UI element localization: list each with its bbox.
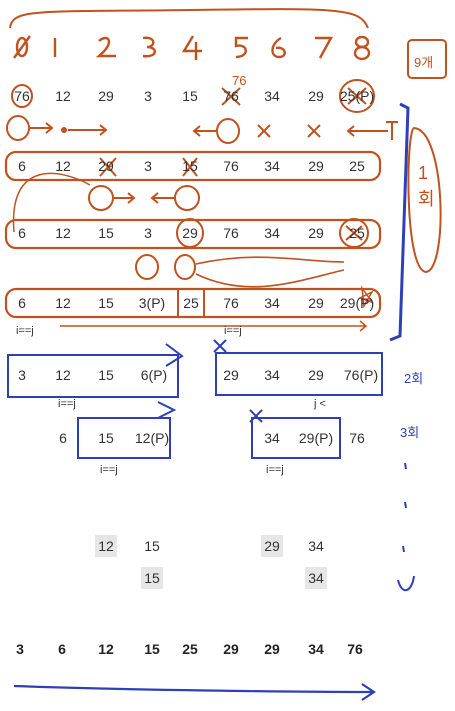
cell: 76	[347, 641, 363, 657]
row-sorted: 3 6 12 15 25 29 29 34 76	[0, 638, 455, 660]
row-pass-1: 6 12 15 3(P) 25 76 34 29 29(P)	[0, 292, 455, 314]
cell: 15	[98, 295, 114, 311]
cell: 29	[308, 295, 324, 311]
cell: 12(P)	[134, 430, 170, 446]
cell: 6	[18, 225, 26, 241]
cell: 29	[308, 88, 324, 104]
pointer-note: i==j	[58, 398, 76, 410]
cell: 76	[223, 295, 239, 311]
cell: 3	[18, 367, 26, 383]
cell: 29(P)	[298, 430, 334, 446]
cell: 76	[223, 225, 239, 241]
cell: 34	[264, 158, 280, 174]
cell: 15	[98, 430, 114, 446]
side-label: 1회	[418, 163, 435, 209]
row-swap-2: 6 12 15 3 29 76 34 29 25	[0, 222, 455, 244]
cell: 34	[264, 295, 280, 311]
cell: 29	[308, 158, 324, 174]
cell: 3	[16, 641, 24, 657]
cell: 25	[349, 225, 365, 241]
cell: 12	[55, 367, 71, 383]
row-pass-3: 6 15 12(P) 34 29(P) 76	[0, 427, 455, 449]
cell: 25	[182, 641, 198, 657]
pointer-note: j <	[314, 398, 326, 410]
cell: 15	[144, 641, 160, 657]
cell: 12	[55, 88, 71, 104]
cell: 76	[349, 430, 365, 446]
cell: 29	[308, 367, 324, 383]
cell: 6	[59, 430, 67, 446]
cell: 25	[349, 158, 365, 174]
cell: 15	[144, 538, 160, 554]
row-step-4: 12 15 29 34	[0, 535, 455, 557]
cell: 12	[55, 158, 71, 174]
pivot-cell: 25	[183, 295, 199, 311]
cell: 6(P)	[140, 367, 168, 383]
row-step-5: 15 34	[0, 567, 455, 589]
side-label: 3회	[400, 425, 420, 440]
pointer-note: i==j	[16, 325, 34, 337]
cell: 6	[58, 641, 66, 657]
cell: 6	[18, 295, 26, 311]
cell: 15	[98, 367, 114, 383]
cell: 12	[55, 225, 71, 241]
cell: 29	[223, 641, 239, 657]
cell: 29	[98, 158, 114, 174]
cell: 12	[55, 295, 71, 311]
cell: 3	[144, 225, 152, 241]
cell: 76	[14, 88, 30, 104]
row-pass-2: 3 12 15 6(P) 29 34 29 76(P)	[0, 364, 455, 386]
cell: 29	[98, 88, 114, 104]
cell: 3	[144, 88, 152, 104]
side-label: 2회	[404, 371, 424, 386]
cell: 29	[261, 535, 283, 557]
cell: 3	[144, 158, 152, 174]
cell: 34	[264, 430, 280, 446]
cell: 34	[264, 225, 280, 241]
cell: 6	[18, 158, 26, 174]
cell: 34	[308, 538, 324, 554]
row-initial: 76 12 29 3 15 76 34 29 25(P)	[0, 85, 455, 107]
cell: 29	[182, 225, 198, 241]
cell: 76	[223, 88, 239, 104]
cell: 29	[264, 641, 280, 657]
cell: 15	[141, 567, 163, 589]
cell: 15	[182, 158, 198, 174]
cell: 15	[98, 225, 114, 241]
cell: 34	[305, 567, 327, 589]
pointer-note: i==j	[100, 464, 118, 476]
cell: 34	[264, 88, 280, 104]
cell: 12	[98, 641, 114, 657]
cell: 34	[308, 641, 324, 657]
cell: 3(P)	[138, 295, 166, 311]
cell: 76	[223, 158, 239, 174]
cell: 29(P)	[339, 295, 375, 311]
header-note: 9개	[414, 55, 434, 70]
cell: 76(P)	[343, 367, 379, 383]
cell: 29	[223, 367, 239, 383]
svg-text:76: 76	[232, 73, 246, 88]
cell: 29	[308, 225, 324, 241]
cell: 34	[264, 367, 280, 383]
cell: 25(P)	[339, 88, 375, 104]
cell: 12	[95, 535, 117, 557]
pointer-note: i==j	[224, 325, 242, 337]
cell: 15	[182, 88, 198, 104]
pointer-note: i==j	[266, 464, 284, 476]
row-swap-1: 6 12 29 3 15 76 34 29 25	[0, 155, 455, 177]
